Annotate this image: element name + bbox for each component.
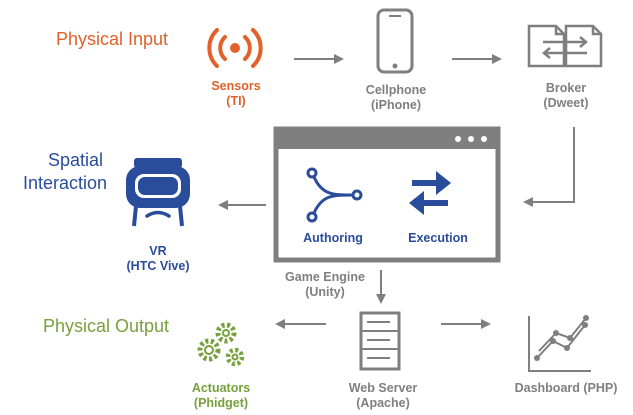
sensors-detail: (TI) [226, 94, 246, 108]
section-spatial-line1: Spatial [48, 150, 104, 170]
sensors-broadcast-icon [207, 28, 263, 68]
gears-icon [197, 322, 245, 367]
game-engine-window [273, 126, 501, 263]
section-physical-output: Physical Output [43, 316, 170, 336]
authoring-label: Authoring [303, 231, 363, 245]
game-engine-name: Game Engine [285, 270, 365, 284]
cellphone-name: Cellphone [365, 83, 427, 97]
web-server-detail: (Apache) [356, 396, 410, 410]
vr-name: VR [149, 244, 167, 258]
server-icon [359, 311, 401, 371]
section-physical-input: Physical Input [56, 29, 169, 49]
vr-detail: (HTC Vive) [126, 259, 190, 273]
sensors-label: Sensors (TI) [211, 79, 260, 109]
cellphone-label: Cellphone (iPhone) [366, 83, 426, 113]
sensors-name: Sensors [211, 79, 261, 93]
vr-headset-icon [126, 158, 190, 227]
broker-detail: (Dweet) [543, 96, 589, 110]
vr-label: VR (HTC Vive) [127, 244, 190, 274]
branch-icon [306, 167, 363, 223]
broker-name: Broker [545, 81, 587, 95]
line-chart-icon [528, 315, 591, 372]
actuators-detail: (Phidget) [193, 396, 249, 410]
web-server-label: Web Server (Apache) [349, 381, 418, 411]
game-engine-label: Game Engine (Unity) [285, 270, 365, 300]
actuators-label: Actuators (Phidget) [192, 381, 250, 411]
section-spatial-line2: Interaction [23, 173, 108, 193]
execution-label: Execution [408, 231, 468, 245]
smartphone-icon [376, 8, 414, 74]
exchange-documents-icon [527, 24, 603, 68]
game-engine-detail: (Unity) [305, 285, 345, 299]
cellphone-detail: (iPhone) [370, 98, 421, 112]
web-server-name: Web Server [348, 381, 418, 395]
arrow-broker-to-engine [523, 127, 575, 207]
swap-arrows-icon [409, 171, 451, 215]
dashboard-label: Dashboard (PHP) [514, 381, 618, 395]
broker-label: Broker (Dweet) [543, 81, 588, 111]
actuators-name: Actuators [191, 381, 251, 395]
